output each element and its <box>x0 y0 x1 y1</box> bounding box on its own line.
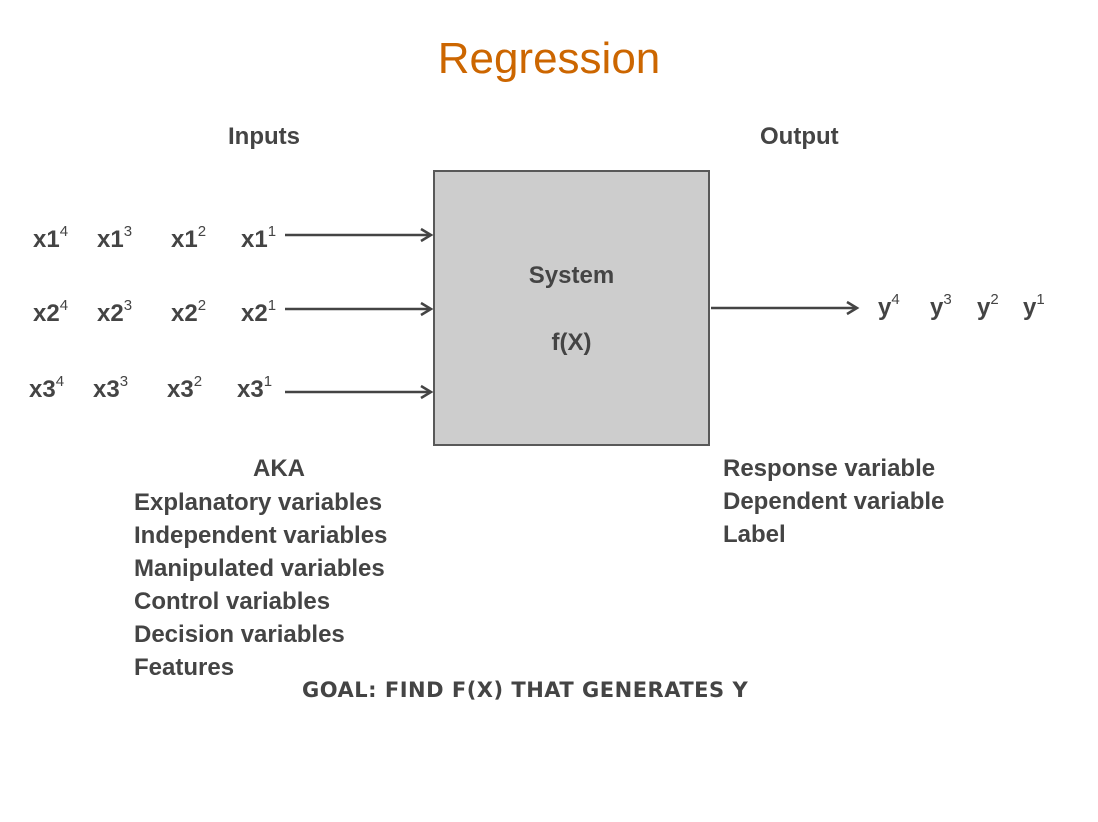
input-x1-sample-1: x11 <box>241 223 277 253</box>
input-x3-sample-4: x34 <box>29 373 65 403</box>
list-item: Features <box>134 654 235 681</box>
inputs-aka-heading: AKA <box>253 455 305 482</box>
inputs-aka-list: Explanatory variables Independent variab… <box>134 486 387 684</box>
output-y-sample-3: y3 <box>930 291 952 321</box>
input-x3-sample-1: x31 <box>237 373 273 403</box>
slide-title: Regression <box>437 34 661 83</box>
inputs-heading: Inputs <box>228 123 300 150</box>
list-item: Dependent variable <box>723 488 945 515</box>
list-item: Control variables <box>134 588 331 615</box>
input-x1-sample-4: x14 <box>33 223 69 253</box>
list-item: Explanatory variables <box>134 489 383 516</box>
input-arrow-x3 <box>285 384 434 400</box>
list-item: Manipulated variables <box>134 555 385 582</box>
input-x3-sample-2: x32 <box>167 373 203 403</box>
input-x2-sample-1: x21 <box>241 297 277 327</box>
goal-statement: GOAL: FIND F(X) THAT GENERATES Y <box>302 678 749 702</box>
input-x2-sample-3: x23 <box>97 297 133 327</box>
output-heading: Output <box>760 123 839 150</box>
output-y-sample-2: y2 <box>977 291 999 321</box>
input-arrow-x2 <box>285 301 434 317</box>
input-x1-sample-2: x12 <box>171 223 207 253</box>
input-x2-sample-4: x24 <box>33 297 69 327</box>
input-arrow-x1 <box>285 227 434 243</box>
system-box: System f(X) <box>433 170 710 446</box>
output-aka-list: Response variable Dependent variable Lab… <box>723 452 944 551</box>
input-x1-sample-3: x13 <box>97 223 133 253</box>
output-y-sample-4: y4 <box>878 291 900 321</box>
output-y-sample-1: y1 <box>1023 291 1045 321</box>
list-item: Label <box>723 521 786 548</box>
list-item: Decision variables <box>134 621 345 648</box>
output-arrow <box>711 300 860 316</box>
input-x3-sample-3: x33 <box>93 373 129 403</box>
system-label: System <box>528 262 615 289</box>
system-function: f(X) <box>551 329 592 356</box>
input-x2-sample-2: x22 <box>171 297 207 327</box>
list-item: Independent variables <box>134 522 388 549</box>
list-item: Response variable <box>723 455 936 482</box>
